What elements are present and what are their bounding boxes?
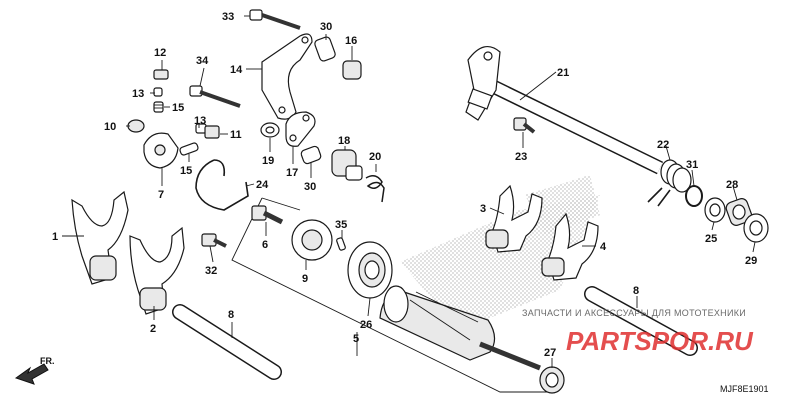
callout-labels: 1 2 3 4 5 6 7 8 8 9 10 11 12 13 13 14 15… [52,11,757,359]
callout-15-top: 15 [172,102,184,114]
bearing-27 [539,366,565,394]
callout-9: 9 [302,273,308,285]
diagram-code: MJF8E1901 [720,384,769,394]
spring-15-top [153,101,164,113]
stopper-12 [153,69,169,80]
spring-22 [647,159,692,207]
spring-20 [365,175,385,203]
callout-28: 28 [726,179,738,191]
callout-13-right: 13 [194,115,206,127]
washer-25 [704,197,726,223]
callout-5: 5 [353,333,359,345]
callout-19: 19 [262,155,274,167]
callout-26: 26 [360,319,372,331]
callout-27: 27 [544,347,556,359]
pin-13-top [153,87,163,97]
collar-11 [204,125,220,139]
spring-15-lower [179,142,199,156]
callout-8-right: 8 [633,285,639,297]
bolt-6 [251,205,284,225]
assembly-bracket [231,197,548,393]
drum-center-9 [291,219,333,261]
bearing-28 [725,198,753,226]
shift-fork-2 [129,226,185,315]
callout-11: 11 [230,129,242,141]
callout-21: 21 [557,67,569,79]
pin-35 [336,237,346,251]
bolt-32 [201,233,227,248]
callout-30-lower: 30 [304,181,316,193]
callout-16: 16 [345,35,357,47]
bolt-33 [249,9,301,30]
callout-18: 18 [338,135,350,147]
shift-fork-1 [71,190,129,285]
callout-6: 6 [262,239,268,251]
bolt-34 [189,85,241,108]
callout-17: 17 [286,167,298,179]
shift-fork-4 [541,212,599,281]
bearing-26 [347,241,393,299]
callout-29: 29 [745,255,757,267]
fork-shaft-8-left [172,304,282,380]
callout-13-top: 13 [132,88,144,100]
collar-30-top [314,36,336,62]
callout-20: 20 [369,151,381,163]
callout-25: 25 [705,233,717,245]
assembly-bracket-top [261,197,301,211]
callout-1: 1 [52,231,58,243]
callout-23: 23 [515,151,527,163]
seal-29 [743,213,769,243]
watermark-logo: PARTSPOR.RU [566,326,754,356]
link-17 [285,111,316,147]
spring-24 [195,159,249,211]
bolt-10 [127,119,145,133]
callout-22: 22 [657,139,669,151]
callout-10: 10 [104,121,116,133]
callout-33: 33 [222,11,234,23]
shift-drum-5 [379,285,541,371]
shaft-18 [331,149,363,181]
callout-2: 2 [150,323,156,335]
callout-12: 12 [154,47,166,59]
washer-19 [260,122,280,138]
fork-shaft-8-right [584,286,698,356]
callout-35: 35 [335,219,347,231]
callout-4: 4 [600,241,607,253]
direction-label: FR. [40,356,55,366]
callout-8-left: 8 [228,309,234,321]
front-direction-arrow: FR. [14,356,55,385]
callout-32: 32 [205,265,217,277]
callout-14: 14 [230,64,243,76]
callout-3: 3 [480,203,486,215]
nut-16 [342,60,362,80]
callout-30-top: 30 [320,21,332,33]
arrow-icon [14,363,49,385]
collar-30-lower [300,145,322,165]
callout-31: 31 [686,159,698,171]
circlip-31 [685,185,703,207]
bolt-23 [513,117,536,134]
callout-7: 7 [158,189,164,201]
callout-24: 24 [256,179,269,191]
watermark: ЗАПЧАСТИ И АКСЕССУАРЫ ДЛЯ МОТОТЕХНИКИ PA… [522,308,754,356]
shift-fork-3 [485,184,543,253]
shading-forks [525,175,600,235]
watermark-text: ЗАПЧАСТИ И АКСЕССУАРЫ ДЛЯ МОТОТЕХНИКИ [522,308,746,318]
leader-lines [62,15,756,368]
callout-15-lower: 15 [180,165,192,177]
plate-14 [261,33,313,120]
shift-shaft-21 [465,45,664,175]
callout-34: 34 [196,55,209,67]
stopper-arm-7 [143,132,179,169]
